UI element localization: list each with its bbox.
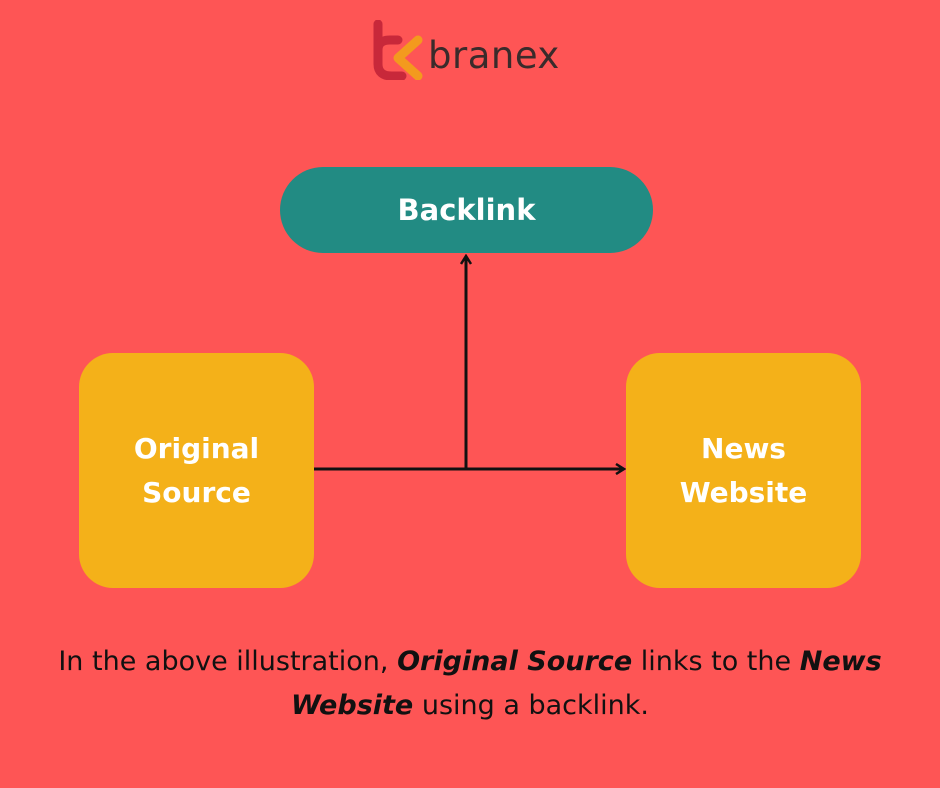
node-original-source-label: Original Source [133,431,260,509]
caption-bold-news-website: News Website [291,646,882,721]
node-news-website-label: News Website [679,431,808,509]
branex-logo-icon [373,20,423,80]
caption: In the above illustration, Original Sour… [40,640,900,728]
brand-logo-text: branex [428,33,560,77]
caption-text-1: In the above illustration, [58,646,398,677]
node-news-website: News Website [626,353,861,588]
node-backlink: Backlink [280,167,653,253]
node-original-source: Original Source [79,353,314,588]
node-backlink-label: Backlink [397,193,536,227]
caption-text-2: links to the [632,646,800,677]
caption-bold-original-source: Original Source [397,646,633,677]
brand-logo: branex [368,20,560,80]
caption-text-3: using a backlink. [413,690,649,721]
